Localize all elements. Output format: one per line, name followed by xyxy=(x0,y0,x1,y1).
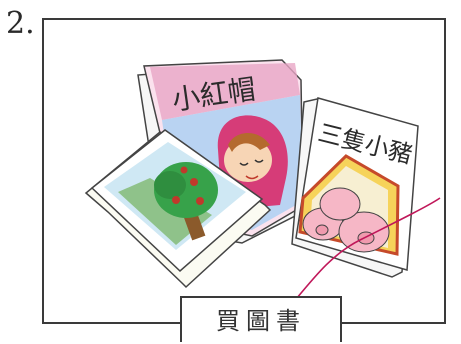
item-number: 2. xyxy=(6,6,35,41)
caption-box: 買圖書 xyxy=(180,296,342,342)
three-pigs-book: 三隻小豬 xyxy=(291,97,419,278)
tree-book xyxy=(84,129,272,289)
